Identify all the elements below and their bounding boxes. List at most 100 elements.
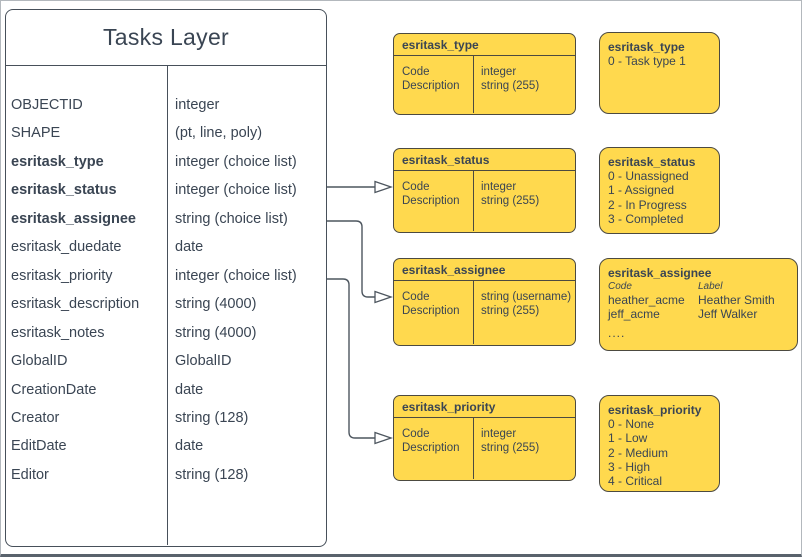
value-item: 2 - In Progress <box>608 197 687 212</box>
domain-type-column: integer string (255) <box>474 171 539 231</box>
field-type: integer (choice list) <box>175 182 297 199</box>
value-item: 0 - Task type 1 <box>608 54 686 68</box>
arrowhead-assignee <box>374 290 393 304</box>
field-row: Creator string (128) <box>6 404 326 432</box>
values-box-title: esritask_priority <box>608 403 702 417</box>
domain-table-title: esritask_type <box>394 34 575 56</box>
field-row: EditDate date <box>6 432 326 460</box>
domain-type-column: integer string (255) <box>474 418 539 479</box>
field-name: OBJECTID <box>11 97 83 113</box>
domain-table-title: esritask_status <box>394 149 575 171</box>
field-name: EditDate <box>11 438 67 455</box>
domain-type: integer <box>481 181 517 193</box>
field-rows: OBJECTID integer SHAPE (pt, line, poly) … <box>6 66 326 489</box>
tasks-layer-body: OBJECTID integer SHAPE (pt, line, poly) … <box>6 66 326 545</box>
assignee-code: heather_acme <box>608 293 685 307</box>
field-type: string (128) <box>175 409 249 426</box>
tasks-layer-table: Tasks Layer OBJECTID integer SHAPE (pt, … <box>5 9 327 547</box>
domain-field: Description <box>402 305 460 317</box>
assignee-code: jeff_acme <box>608 307 660 322</box>
domain-type: string (username) <box>481 291 572 303</box>
domain-type: string (255) <box>481 80 540 92</box>
column-divider <box>167 66 169 545</box>
values-box-esritask-type: esritask_type 0 - Task type 1 <box>599 32 720 114</box>
value-item: 3 - High <box>608 459 651 474</box>
domain-type-column: integer string (255) <box>474 56 539 113</box>
connector-assignee <box>327 220 375 298</box>
assignee-label: Jeff Walker <box>698 307 758 322</box>
arrowhead-priority <box>374 431 393 445</box>
values-box-title: esritask_type <box>608 40 685 54</box>
field-row: esritask_assignee string (choice list) <box>6 205 326 233</box>
field-name: esritask_description <box>11 296 140 313</box>
field-type: integer (choice list) <box>175 153 297 170</box>
domain-type: string (255) <box>481 442 540 454</box>
assignee-code-header: Code <box>608 281 632 292</box>
field-type: string (choice list) <box>175 210 288 227</box>
values-box-title: esritask_status <box>608 155 696 169</box>
connector-priority <box>327 278 375 439</box>
field-name: SHAPE <box>11 125 61 142</box>
tasks-layer-title: Tasks Layer <box>6 10 326 66</box>
field-name: Editor <box>11 466 49 483</box>
domain-type: string (255) <box>481 195 540 207</box>
field-name: esritask_duedate <box>11 239 122 256</box>
domain-table-title: esritask_assignee <box>394 259 575 281</box>
field-name: esritask_assignee <box>11 210 136 227</box>
value-item: 1 - Low <box>608 431 648 446</box>
domain-type: integer <box>481 66 517 78</box>
field-row: esritask_duedate date <box>6 233 326 261</box>
field-type: string (4000) <box>175 324 257 341</box>
field-type: integer <box>175 97 220 113</box>
field-type: date <box>175 239 204 256</box>
domain-field: Description <box>402 80 460 92</box>
domain-field: Description <box>402 195 460 207</box>
value-item: 1 - Assigned <box>608 183 675 198</box>
field-row: esritask_priority integer (choice list) <box>6 262 326 290</box>
field-row: CreationDate date <box>6 376 326 404</box>
domain-type-column: string (username) string (255) <box>474 281 571 344</box>
field-name: CreationDate <box>11 381 97 398</box>
domain-field: Code <box>402 428 430 440</box>
field-name: esritask_type <box>11 153 104 170</box>
field-name: esritask_priority <box>11 267 113 284</box>
arrowhead-status <box>374 180 393 194</box>
field-row: esritask_notes string (4000) <box>6 319 326 347</box>
value-item: 0 - None <box>608 417 655 431</box>
domain-field: Code <box>402 181 430 193</box>
field-row: SHAPE (pt, line, poly) <box>6 119 326 147</box>
field-row: Editor string (128) <box>6 461 326 489</box>
field-row: GlobalID GlobalID <box>6 347 326 375</box>
field-type: date <box>175 381 204 398</box>
domain-field: Description <box>402 442 460 454</box>
field-name: GlobalID <box>11 353 68 370</box>
field-type: date <box>175 438 204 455</box>
domain-type: string (255) <box>481 305 540 317</box>
field-name: esritask_notes <box>11 324 105 341</box>
assignee-more-indicator: .... <box>608 325 626 340</box>
values-box-esritask-assignee: esritask_assignee Code Label heather_acm… <box>599 258 798 351</box>
assignee-columns: Code Label heather_acme Heather Smith je… <box>608 280 789 322</box>
assignee-label-header: Label <box>698 281 723 292</box>
domain-table-title: esritask_priority <box>394 396 575 418</box>
value-item: 2 - Medium <box>608 445 669 460</box>
domain-field: Code <box>402 66 430 78</box>
field-row: esritask_description string (4000) <box>6 290 326 318</box>
values-box-title: esritask_assignee <box>608 266 712 280</box>
assignee-label: Heather Smith <box>698 293 775 307</box>
field-type: (pt, line, poly) <box>175 125 263 142</box>
field-row: esritask_status integer (choice list) <box>6 176 326 204</box>
domain-type: integer <box>481 428 517 440</box>
